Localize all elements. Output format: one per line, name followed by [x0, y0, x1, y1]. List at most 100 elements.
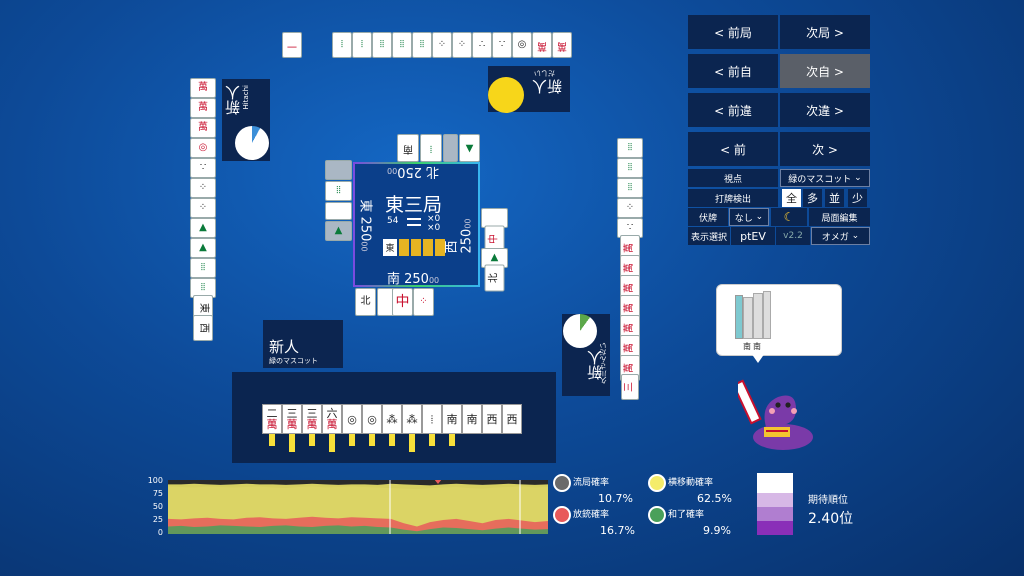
next-button[interactable]: 次 > — [780, 132, 870, 166]
left-hand-tile: 萬 — [190, 118, 216, 138]
west-score: 西 25000 — [441, 213, 475, 254]
version-label: v2.2 — [776, 227, 810, 245]
top-hand-tile: ◎ — [512, 32, 532, 58]
top-hand-tile: ⁘ — [452, 32, 472, 58]
center-board: 東三局 54 ×0 ×0 東 南 25000 北 25000 東 25000 西… — [353, 162, 480, 287]
discard-tile: 南 — [397, 134, 419, 162]
hand-tile[interactable]: ⦙ — [422, 404, 442, 434]
bottom-player-name: 新人 — [269, 338, 300, 356]
next-diff-button[interactable]: 次違 > — [780, 93, 870, 127]
hand-tile-suit: 萬 — [266, 418, 278, 431]
hand-tile[interactable]: 六萬 — [322, 404, 342, 434]
discard-tile — [325, 160, 352, 180]
hand-tile-rank: 西 — [506, 412, 518, 426]
honba-stick-icon — [407, 224, 421, 226]
discard-opt-normal[interactable]: 並 — [825, 189, 844, 207]
top-hand-tile: ⦙ — [332, 32, 352, 58]
series-area-3 — [168, 525, 548, 534]
win-prob-value: 9.9% — [703, 524, 731, 537]
discard-opt-all[interactable]: 全 — [782, 189, 801, 207]
rank-segment-2 — [757, 493, 793, 507]
riichi-bar-3 — [423, 239, 433, 256]
west-score-value: 西 250 — [444, 228, 475, 254]
next-round-button[interactable]: 次局 > — [780, 15, 870, 49]
hand-tile[interactable]: ◎ — [362, 404, 382, 434]
top-hand-tile: 萬 — [532, 32, 552, 58]
discard-score-bar — [329, 434, 335, 452]
hand-tile[interactable]: 二萬 — [262, 404, 282, 434]
hand-tile-rank: 南 — [466, 412, 478, 426]
discard-score-bar — [269, 434, 275, 447]
discard-detect-label: 打牌検出 — [688, 189, 778, 207]
mode-select[interactable]: オメガ ⌄ — [811, 227, 870, 245]
prev-round-button[interactable]: < 前局 — [688, 15, 778, 49]
bubble-tile-1: 南 — [743, 342, 751, 351]
expected-rank-value: 2.40位 — [808, 511, 854, 527]
discard-tile — [443, 134, 458, 162]
east-score: 東 25000 — [358, 199, 377, 251]
hand-tile-rank: 二 — [266, 407, 278, 420]
discard-tile: 中 — [392, 288, 413, 316]
right-hand-tile: ⦙⦙ — [617, 138, 643, 158]
edit-position-button[interactable]: 局面編集 — [809, 208, 870, 226]
south-score-value: 南 250 — [387, 272, 429, 287]
ytick-75: 75 — [152, 489, 163, 498]
hand-tile-rank: 三 — [306, 407, 318, 420]
probability-timeline-chart[interactable] — [168, 480, 548, 534]
hand-tile[interactable]: 南 — [442, 404, 462, 434]
display-value: ptEV — [731, 227, 775, 245]
right-hand: ⦙⦙ ⦙⦙ ⦙⦙ ⁘ ∵ 萬 萬 萬 萬 萬 萬 萬 三 — [617, 138, 643, 400]
right-hand-tile: 三 — [621, 374, 639, 400]
hand-tile[interactable]: 三萬 — [302, 404, 322, 434]
left-hand-tile: 西 — [193, 315, 213, 341]
north-score: 北 25000 — [387, 164, 439, 183]
discard-score-bar — [409, 434, 415, 452]
hand-tile-rank: ⁂ — [406, 412, 418, 426]
north-score-value: 北 250 — [397, 164, 440, 179]
prev-button[interactable]: < 前 — [688, 132, 778, 166]
discard-tile: 北 — [355, 288, 376, 316]
hand-tile-suit: 萬 — [286, 418, 298, 431]
left-hand-tile: 萬 — [190, 98, 216, 118]
east-score-sub: 00 — [359, 241, 369, 252]
top-hand-tile: ⁘ — [432, 32, 452, 58]
hand-tile[interactable]: 三萬 — [282, 404, 302, 434]
left-hand-tile: ⁘ — [190, 178, 216, 198]
discard-score-bar — [309, 434, 315, 447]
next-self-button[interactable]: 次自 > — [780, 54, 870, 88]
hand-tile[interactable]: ◎ — [342, 404, 362, 434]
left-hand: 萬 萬 萬 ◎ ∵ ⁘ ⁘ ▲ ▲ ⦙⦙ ⦙⦙ 東 西 — [190, 78, 216, 341]
prev-diff-button[interactable]: < 前違 — [688, 93, 778, 127]
hand-tile-rank: ◎ — [367, 412, 377, 426]
south-score: 南 25000 — [387, 268, 439, 287]
hand-tile-rank: ⁂ — [386, 412, 398, 426]
left-hand-tile: ∵ — [190, 158, 216, 178]
hand-tile-suit: 萬 — [326, 418, 338, 431]
expected-rank-label: 期待順位 — [808, 495, 848, 506]
view-select[interactable]: 緑のマスコット ⌄ — [780, 169, 870, 187]
hand-tile[interactable]: 西 — [482, 404, 502, 434]
ytick-25: 25 — [152, 515, 163, 524]
discard-tile: ⦙⦙ — [325, 181, 352, 201]
rank-segment-1 — [757, 473, 793, 493]
hand-tile[interactable]: ⁂ — [402, 404, 422, 434]
left-hand-tile: ⁘ — [190, 198, 216, 218]
prev-self-button[interactable]: < 前自 — [688, 54, 778, 88]
hand-tile-rank: ◎ — [347, 412, 357, 426]
riichi-bar-2 — [411, 239, 421, 256]
hand-tile[interactable]: 西 — [502, 404, 522, 434]
riichi-bar-4 — [435, 239, 445, 256]
moon-icon[interactable]: ☾ — [771, 208, 807, 226]
west-score-sub: 00 — [463, 218, 473, 229]
draw-prob-value: 10.7% — [598, 492, 633, 505]
discard-tile: 北 — [484, 264, 505, 292]
discard-opt-few[interactable]: 少 — [848, 189, 867, 207]
north-score-sub: 00 — [387, 166, 398, 175]
bubble-tail — [751, 353, 765, 363]
rank-distribution-bar — [757, 473, 793, 535]
hide-select[interactable]: なし ⌄ — [729, 208, 769, 226]
speech-bubble: 南 南 — [716, 284, 842, 363]
hand-tile[interactable]: ⁂ — [382, 404, 402, 434]
discard-opt-many[interactable]: 多 — [803, 189, 822, 207]
hand-tile[interactable]: 南 — [462, 404, 482, 434]
